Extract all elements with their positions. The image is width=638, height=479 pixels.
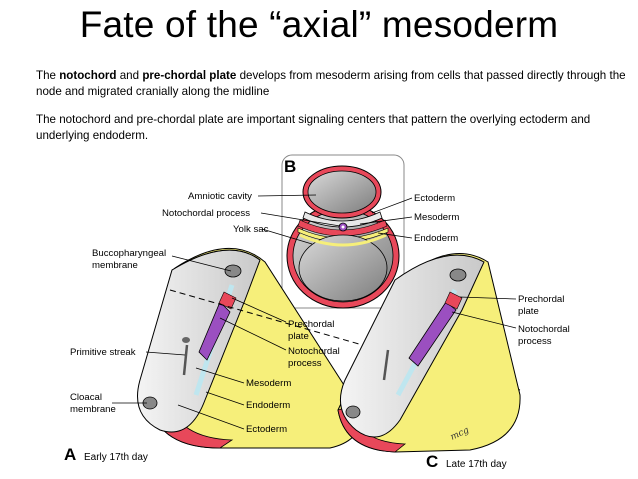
label-yolk-sac: Yolk sac — [233, 224, 269, 235]
label-ectoderm-b: Ectoderm — [414, 193, 455, 204]
label-notochordal-c-2: process — [518, 336, 552, 347]
leader-line — [377, 232, 413, 239]
panel-c-embryo — [337, 253, 521, 453]
leader-line — [171, 255, 232, 272]
label-prechordal-a-1: Prechordal — [288, 319, 334, 330]
leader-line — [359, 216, 413, 225]
leader-line — [459, 296, 517, 300]
label-buccopharyngeal-2: membrane — [92, 260, 138, 271]
panel-a-caption: Early 17th day — [84, 452, 148, 463]
leader-line — [451, 311, 517, 329]
label-ectoderm-a: Ectoderm — [246, 424, 287, 435]
label-notochordal-a-1: Notochordal — [288, 346, 340, 357]
leader-line — [145, 351, 186, 356]
leader-line — [219, 317, 287, 351]
paragraph-text: The — [36, 69, 60, 82]
panel-a-letter: A — [64, 445, 76, 464]
label-buccopharyngeal-1: Buccopharyngeal — [92, 248, 166, 259]
label-mesoderm-a: Mesoderm — [246, 378, 291, 389]
paragraph-notochord-origin: The notochord and pre-chordal plate deve… — [36, 68, 626, 100]
panel-c-caption: Late 17th day — [446, 459, 507, 470]
paragraph-text: and — [116, 69, 143, 82]
label-primitive-streak: Primitive streak — [70, 347, 136, 358]
slide-title: Fate of the “axial” mesoderm — [79, 4, 559, 45]
leader-line — [231, 297, 287, 323]
leader-line — [371, 197, 413, 214]
term-prechordal-plate: pre-chordal plate — [142, 69, 237, 82]
leader-line — [257, 194, 317, 197]
paragraph-signaling-centers: The notochord and pre-chordal plate are … — [36, 113, 591, 142]
label-endoderm-a: Endoderm — [246, 400, 290, 411]
leader-line — [205, 391, 245, 406]
label-notochordal-a-2: process — [288, 358, 322, 369]
panel-b-cross-section — [281, 154, 405, 309]
leader-line — [261, 228, 313, 245]
label-cloacal-1: Cloacal — [70, 392, 102, 403]
label-cloacal-2: membrane — [70, 404, 116, 415]
label-prechordal-c-2: plate — [518, 306, 539, 317]
embryo-figure: B Amniotic cavity Notochordal process Yo… — [64, 154, 570, 471]
label-notochordal-c-1: Notochordal — [518, 324, 570, 335]
panel-b-letter: B — [284, 157, 296, 176]
leader-line — [195, 367, 245, 384]
paragraph-text: develops from mesoderm arising from cell… — [36, 69, 626, 98]
leader-line — [260, 212, 341, 227]
panel-c-letter: C — [426, 452, 438, 471]
label-prechordal-a-2: plate — [288, 331, 309, 342]
label-notochordal-process-b: Notochordal process — [162, 208, 250, 219]
leader-line — [177, 404, 245, 430]
label-endoderm-b: Endoderm — [414, 233, 458, 244]
label-amniotic-cavity: Amniotic cavity — [188, 191, 252, 202]
label-prechordal-c-1: Prechordal — [518, 294, 564, 305]
label-mesoderm-b: Mesoderm — [414, 212, 459, 223]
term-notochord: notochord — [59, 69, 117, 82]
